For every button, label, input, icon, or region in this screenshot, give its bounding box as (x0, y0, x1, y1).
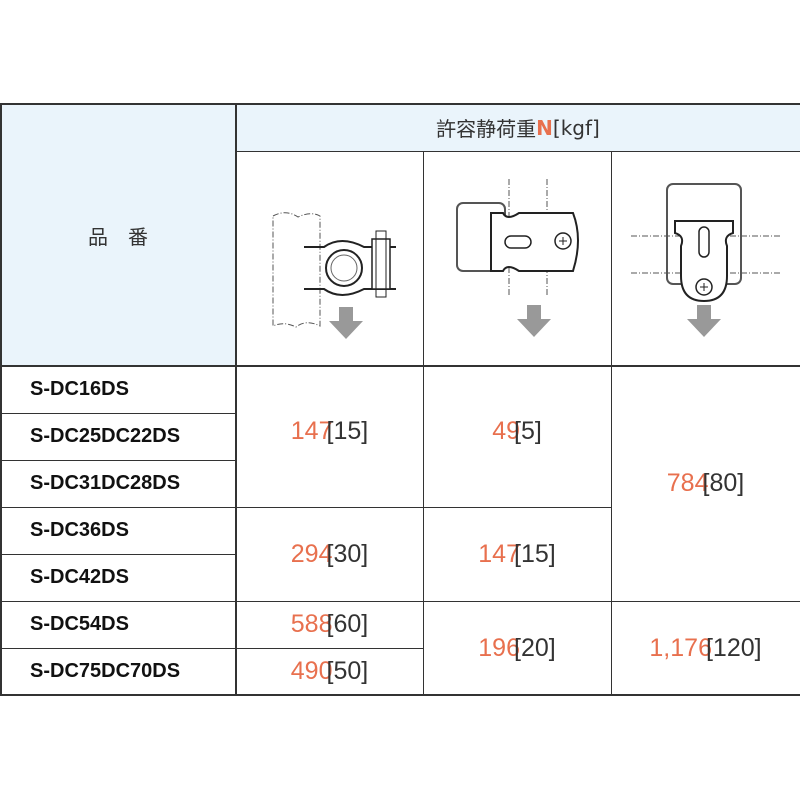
divider (0, 648, 423, 649)
divider (0, 554, 236, 555)
part-number: S-DC36DS (30, 519, 129, 541)
load-value: 49[5] (492, 417, 542, 445)
load-value: 196[20] (478, 633, 556, 662)
part-number: S-DC42DS (30, 566, 129, 588)
clamp-hanging-illustration (611, 151, 800, 366)
part-number-header: 品 番 (0, 104, 236, 366)
table-border (0, 694, 800, 696)
divider (0, 365, 800, 367)
divider (0, 507, 611, 508)
part-number: S-DC75DC70DS (30, 660, 181, 682)
divider (0, 601, 800, 602)
part-number: S-DC54DS (30, 613, 129, 635)
load-value: 490[50] (290, 657, 369, 685)
table-border (0, 103, 800, 105)
divider (236, 151, 800, 152)
divider (611, 151, 612, 695)
divider (423, 151, 424, 695)
part-number: S-DC31DC28DS (30, 472, 181, 494)
part-number: S-DC25DC22DS (30, 425, 181, 447)
load-value: 294[30] (290, 539, 369, 568)
load-value: 147[15] (290, 417, 369, 445)
divider (0, 413, 236, 414)
table-border (0, 104, 2, 696)
part-number: S-DC16DS (30, 378, 129, 400)
load-value: 1,176[120] (649, 633, 762, 662)
load-value: 147[15] (478, 539, 556, 568)
clamp-side-view-illustration (236, 151, 423, 366)
clamp-square-pipe-illustration (423, 151, 611, 366)
divider (0, 460, 236, 461)
divider (235, 104, 237, 696)
load-value: 784[80] (666, 469, 745, 497)
load-value: 588[60] (290, 610, 369, 638)
